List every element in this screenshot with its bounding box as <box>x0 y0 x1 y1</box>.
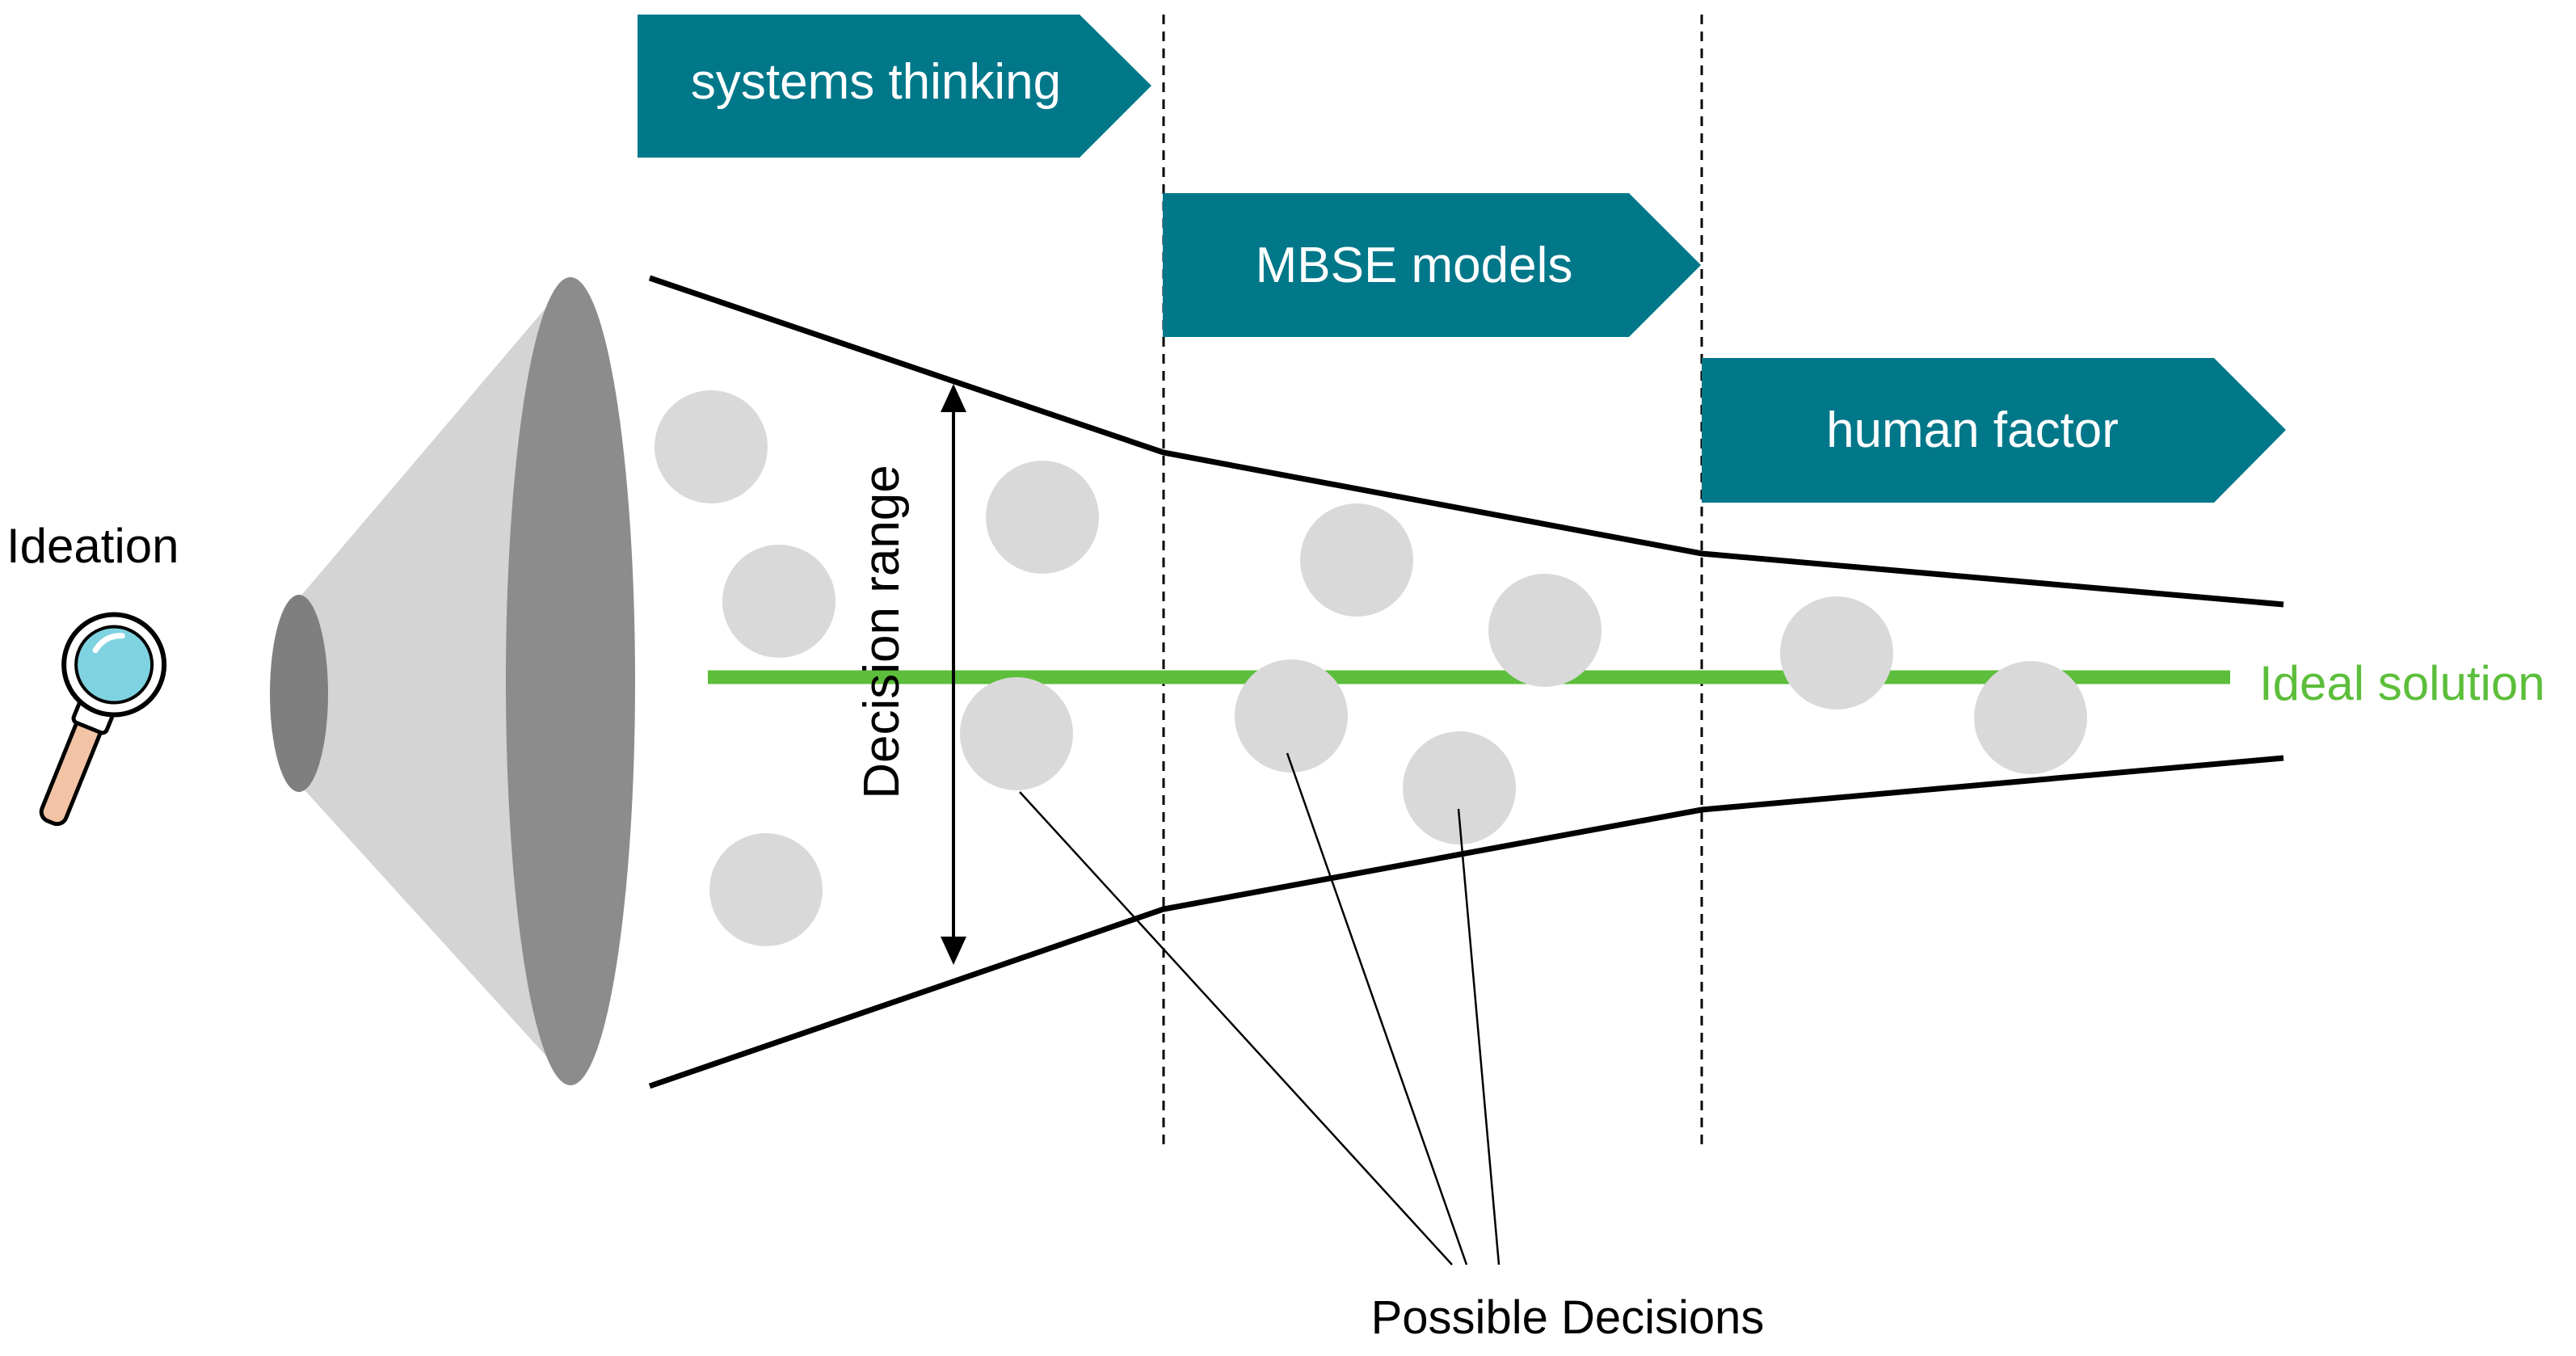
decision-range-label: Decision range <box>854 465 910 799</box>
decision-circle <box>960 677 1073 790</box>
decision-circle <box>986 461 1099 574</box>
magnifier-glint <box>92 633 125 654</box>
cone-body <box>299 279 570 1083</box>
stage-arrow-human-factor: human factor <box>1702 358 2286 503</box>
stage-arrow-systems-thinking: systems thinking <box>638 15 1151 158</box>
magnifier-lens <box>74 625 154 705</box>
cone-large-end <box>506 277 635 1085</box>
possible-decisions-label: Possible Decisions <box>1371 1291 1765 1344</box>
decision-circles <box>655 390 2087 946</box>
possible-decisions-pointers <box>1019 752 1501 1265</box>
pointer-line <box>1019 791 1453 1265</box>
decision-circle <box>1235 659 1348 773</box>
decision-circle <box>1780 596 1893 710</box>
decision-circle <box>722 545 836 658</box>
decision-circle <box>1300 503 1413 617</box>
magnifying-glass-icon <box>39 612 167 827</box>
decision-circle <box>709 833 823 946</box>
funnel-lower-boundary <box>648 755 2284 1089</box>
decision-circle <box>655 390 768 503</box>
arrowhead-up <box>941 384 966 412</box>
stage-label: human factor <box>1826 402 2119 458</box>
stage-label: systems thinking <box>691 54 1061 110</box>
ideation-cone <box>270 277 635 1085</box>
stage-arrow-mbse-models: MBSE models <box>1163 193 1701 337</box>
ideation-label: Ideation <box>6 519 179 573</box>
decision-range-arrow <box>941 384 966 965</box>
ideal-solution-label: Ideal solution <box>2259 656 2545 710</box>
stage-label: MBSE models <box>1256 238 1573 293</box>
decision-circle <box>1974 661 2087 774</box>
pointer-line <box>1286 752 1468 1265</box>
funnel-upper-boundary <box>648 275 2284 608</box>
pointer-line <box>1457 808 1501 1265</box>
decision-circle <box>1403 731 1516 844</box>
arrowhead-down <box>941 937 966 965</box>
decision-circle <box>1488 574 1602 687</box>
cone-small-end <box>270 595 328 792</box>
